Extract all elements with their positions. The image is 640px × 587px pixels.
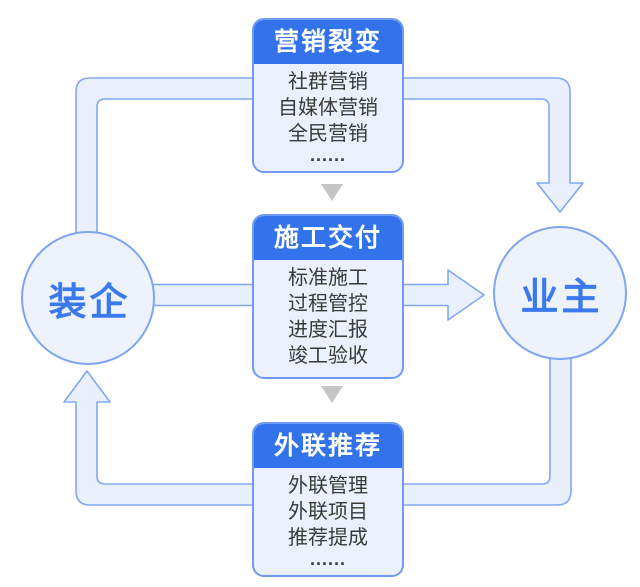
box-marketing-fission-title: 营销裂变 [254, 20, 402, 64]
box-item: 推荐提成 [288, 527, 368, 549]
box-item: 过程管控 [288, 293, 368, 315]
node-right-label: 业主 [520, 276, 603, 319]
box-marketing-fission: 营销裂变 社群营销 自媒体营销 全民营销 ...... [252, 18, 404, 173]
arrow-bottom-right-to-left-icon [63, 349, 572, 506]
box-item: 外联管理 [288, 475, 368, 497]
node-left-label: 装企 [48, 281, 131, 324]
node-right: 业主 [493, 226, 627, 360]
box-outreach-referral-body: 外联管理 外联项目 推荐提成 ...... [254, 468, 402, 575]
box-outreach-referral-title: 外联推荐 [254, 424, 402, 468]
box-construction-delivery-title: 施工交付 [254, 216, 402, 260]
ellipsis-item: ...... [309, 145, 346, 165]
box-marketing-fission-body: 社群营销 自媒体营销 全民营销 ...... [254, 64, 402, 171]
down-triangle-icon [321, 386, 343, 403]
down-triangle-icon [321, 184, 343, 201]
node-left: 装企 [21, 231, 155, 365]
box-item: 外联项目 [288, 501, 368, 523]
box-item: 进度汇报 [288, 319, 368, 341]
ellipsis-item: ...... [309, 549, 346, 569]
box-item: 自媒体营销 [278, 97, 378, 119]
box-item: 全民营销 [288, 123, 368, 145]
box-item: 社群营销 [288, 71, 368, 93]
box-item: 标准施工 [288, 267, 368, 289]
box-item: 竣工验收 [288, 345, 368, 367]
arrow-top-left-to-right-icon [75, 77, 584, 246]
box-construction-delivery: 施工交付 标准施工 过程管控 进度汇报 竣工验收 [252, 214, 404, 379]
box-construction-delivery-body: 标准施工 过程管控 进度汇报 竣工验收 [254, 260, 402, 377]
box-outreach-referral: 外联推荐 外联管理 外联项目 推荐提成 ...... [252, 422, 404, 577]
